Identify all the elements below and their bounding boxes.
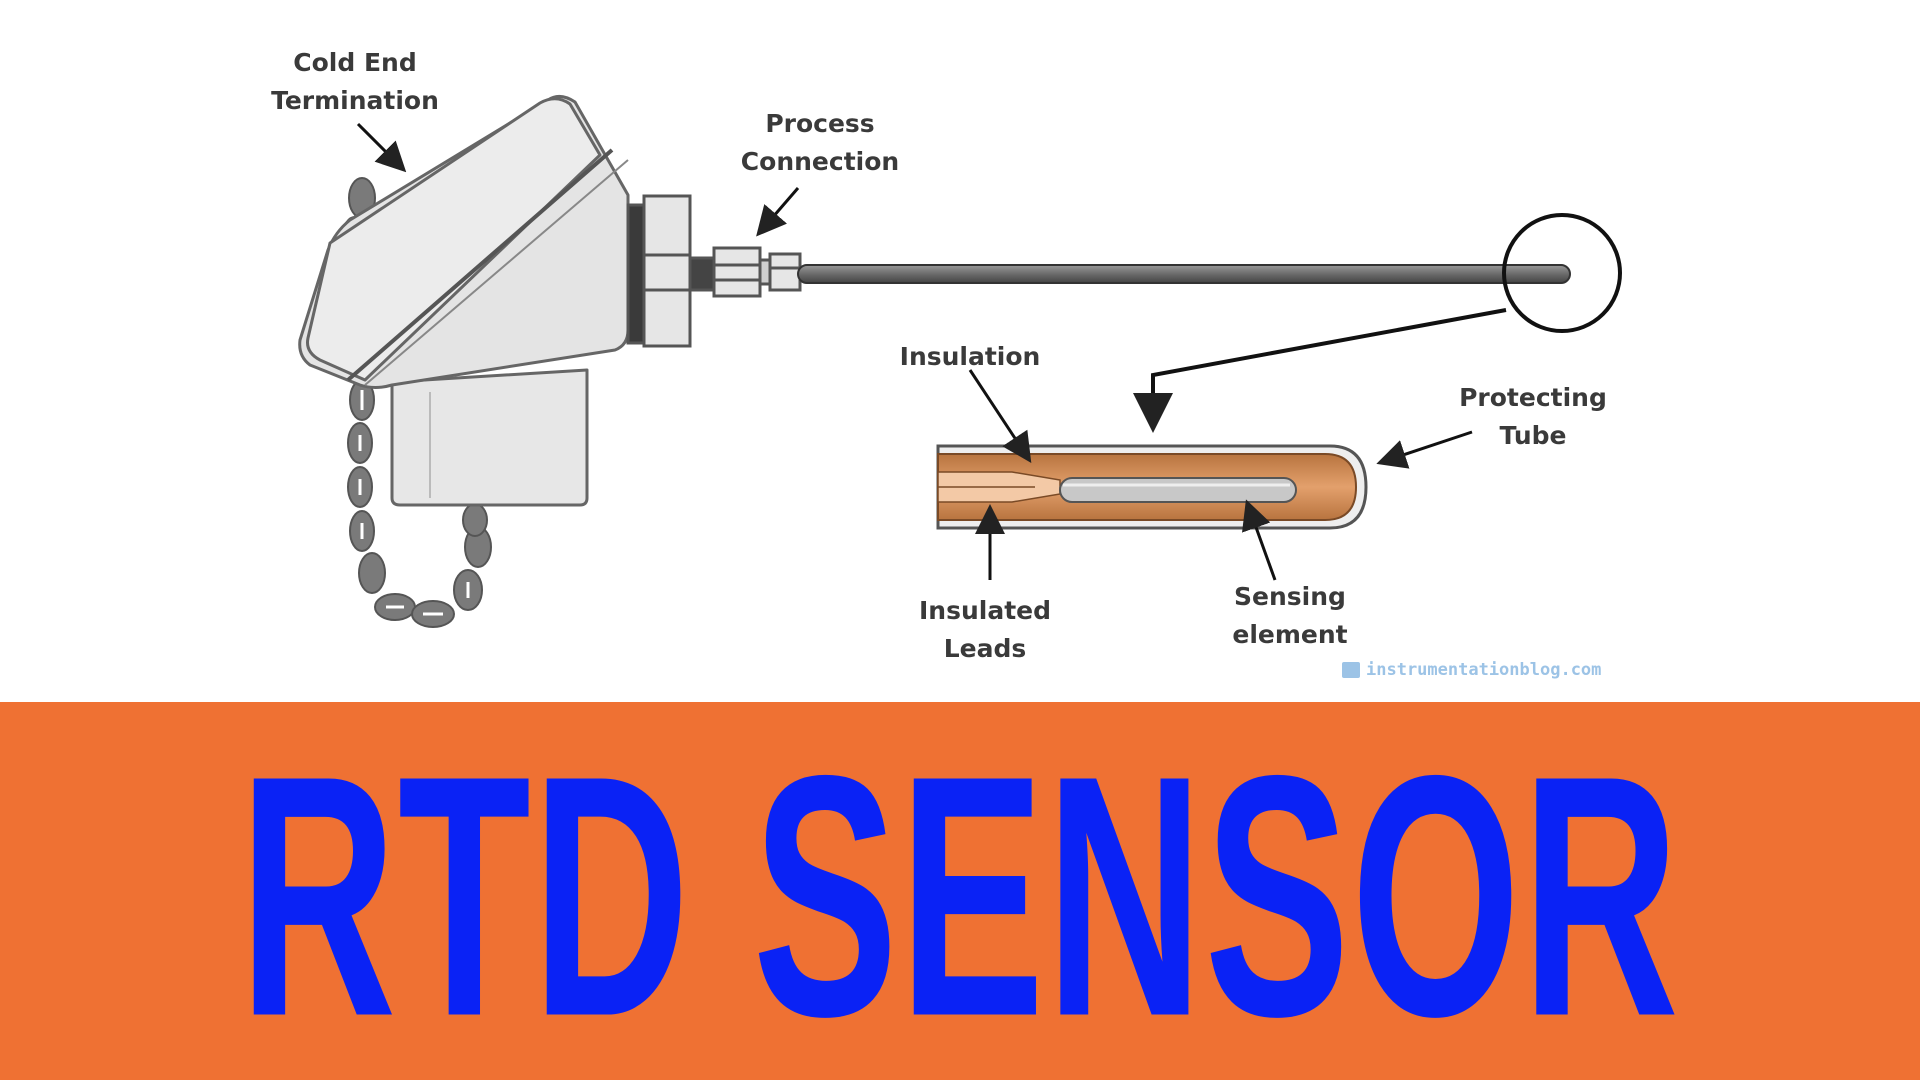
label-cold-end-termination: Cold End Termination: [255, 44, 455, 120]
label-protecting-line1: Protecting: [1459, 383, 1607, 412]
label-insulation-text: Insulation: [899, 342, 1041, 371]
sheath-rod: [797, 264, 1571, 284]
label-process-line1: Process: [765, 109, 875, 138]
label-insulation: Insulation: [890, 338, 1050, 376]
probe-detail: [936, 444, 1368, 530]
label-process-connection: Process Connection: [730, 105, 910, 181]
watermark: instrumentationblog.com: [1342, 660, 1601, 680]
banner-title: RTD SENSOR: [239, 703, 1681, 1080]
watermark-logo-icon: [1342, 662, 1360, 678]
label-protecting-tube: Protecting Tube: [1438, 379, 1628, 455]
label-sensing-line1: Sensing: [1234, 582, 1346, 611]
label-insulated-line2: Leads: [943, 634, 1027, 663]
zoom-circle: [1502, 213, 1622, 333]
label-sensing-element: Sensing element: [1205, 578, 1375, 654]
rtd-diagram: Cold End Termination Process Connection …: [255, 44, 1628, 680]
label-cold-end-line1: Cold End: [293, 48, 417, 77]
label-sensing-line2: element: [1232, 620, 1348, 649]
label-insulated-leads: Insulated Leads: [900, 592, 1070, 668]
process-fitting: [626, 194, 802, 348]
rtd-diagram-drawing: [298, 95, 1622, 628]
label-protecting-line2: Tube: [1499, 421, 1567, 450]
label-cold-end-line2: Termination: [271, 86, 439, 115]
watermark-text: instrumentationblog.com: [1366, 660, 1602, 680]
title-banner: RTD SENSOR: [0, 702, 1920, 1080]
label-insulated-line1: Insulated: [918, 596, 1052, 625]
terminal-head: [298, 95, 630, 507]
label-process-line2: Connection: [740, 147, 900, 176]
